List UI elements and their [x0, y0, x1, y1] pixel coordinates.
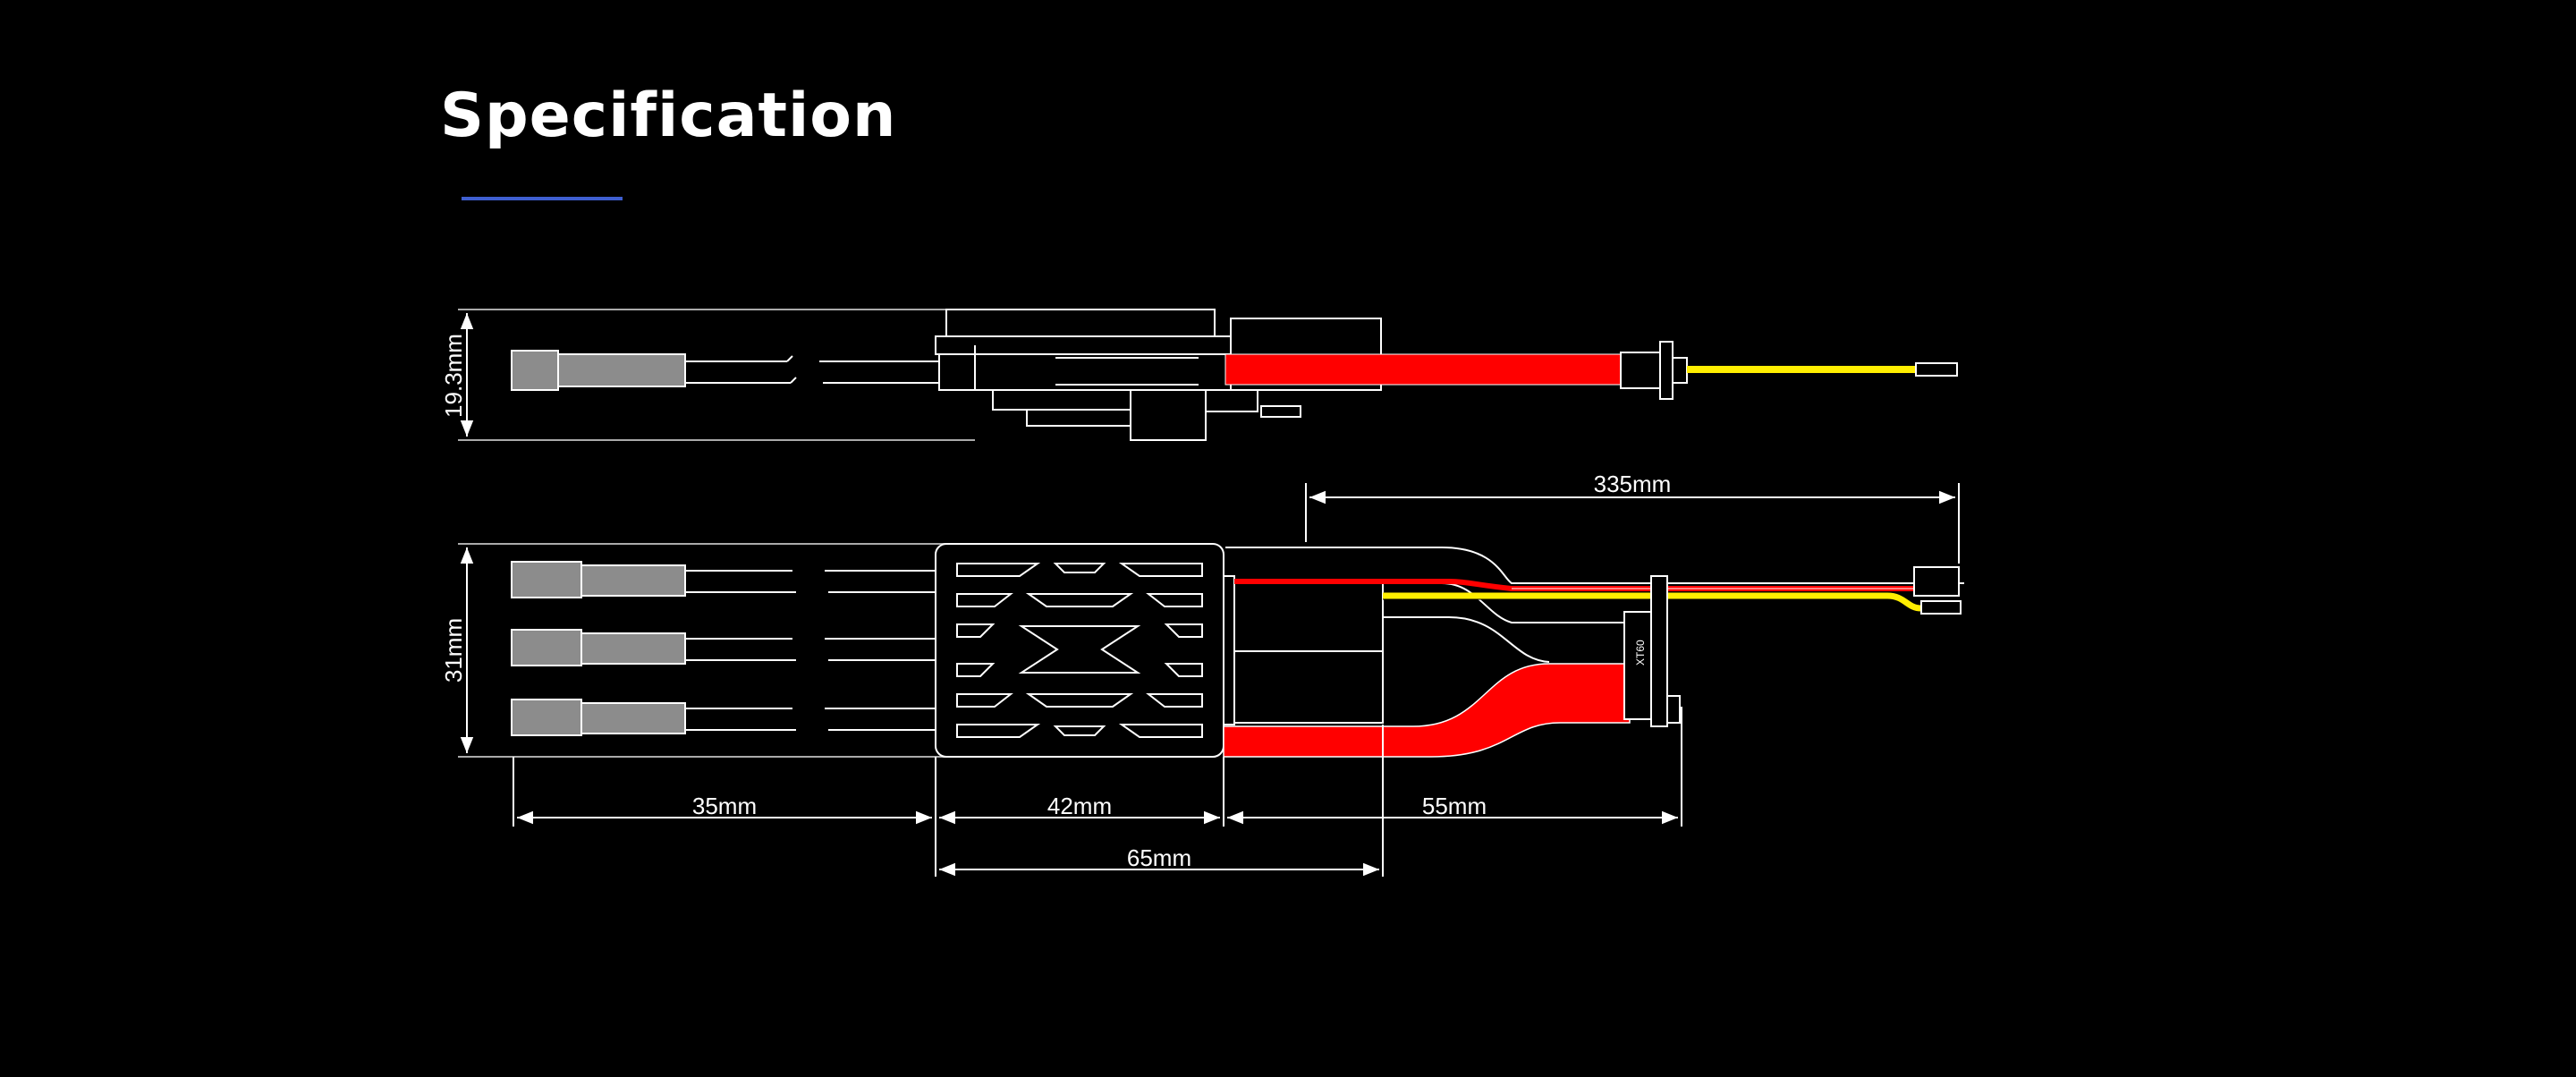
side-battery-connector — [1620, 341, 1688, 400]
side-view: 19.3mm — [440, 309, 1958, 441]
dim-label-335: 335mm — [1594, 471, 1672, 497]
dim-label-42: 42mm — [1047, 793, 1112, 819]
side-yellow-wire — [1687, 366, 1916, 373]
side-motor-wire — [685, 355, 939, 384]
esc-heatsink — [935, 543, 1224, 758]
motor-lead-a — [511, 561, 937, 598]
page-title: Specification — [440, 81, 897, 151]
title-underline — [462, 197, 623, 200]
signal-red-wire — [1234, 579, 1914, 591]
signal-connector — [1913, 566, 1960, 597]
svg-text:XT60: XT60 — [1634, 640, 1647, 666]
motor-lead-c — [511, 699, 937, 736]
top-view: 31mm — [440, 543, 1964, 758]
motor-lead-b — [511, 629, 937, 666]
signal-cable-outer — [1225, 547, 1964, 584]
battery-connector: XT60 — [1623, 575, 1681, 727]
dim-label-55: 55mm — [1422, 793, 1487, 819]
side-height-label: 19.3mm — [440, 334, 467, 418]
side-red-wire — [1224, 353, 1622, 386]
capacitor-bank — [1223, 575, 1384, 725]
dim-label-35: 35mm — [692, 793, 757, 819]
dimension-lines — [513, 483, 1960, 877]
side-esc-body — [935, 309, 1382, 441]
top-width-label: 31mm — [440, 618, 467, 683]
dim-label-65: 65mm — [1127, 844, 1191, 871]
side-motor-connector — [511, 350, 686, 391]
